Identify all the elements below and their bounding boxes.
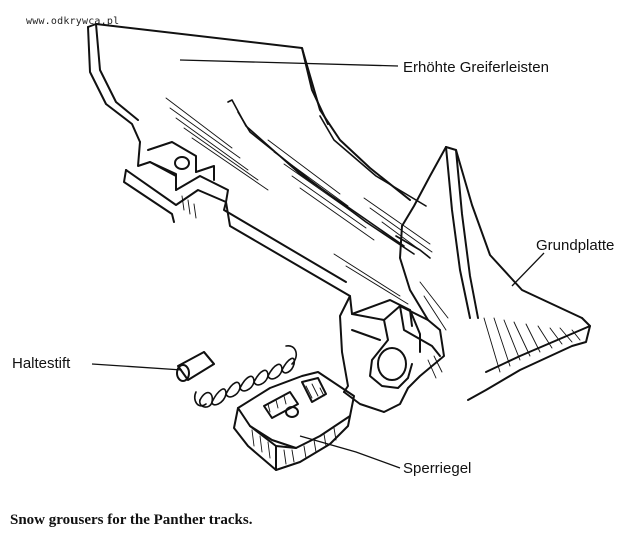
label-raised-grousers: Erhöhte Greiferleisten [403,59,549,76]
spring-drawing [193,345,298,408]
hatch-shading [165,97,581,379]
label-base-plate: Grundplatte [536,237,615,254]
leader-locking-bolt [299,435,401,469]
figure-caption: Snow grousers for the Panther tracks. [10,512,253,528]
label-retaining-pin: Haltestift [12,355,71,372]
leader-base-plate [511,252,545,287]
right-bracket [351,299,421,389]
leader-lines [91,59,545,469]
raised-grouser-ridge [87,23,411,201]
retaining-pin-drawing [176,351,215,382]
locking-bolt-drawing [233,371,355,471]
tall-fin [401,146,583,319]
label-locking-bolt: Sperriegel [403,460,472,477]
leader-raised-grousers [179,59,399,67]
left-bracket [147,141,215,189]
leader-retaining-pin [91,363,183,371]
watermark-text: www.odkrywca.pl [26,16,120,27]
